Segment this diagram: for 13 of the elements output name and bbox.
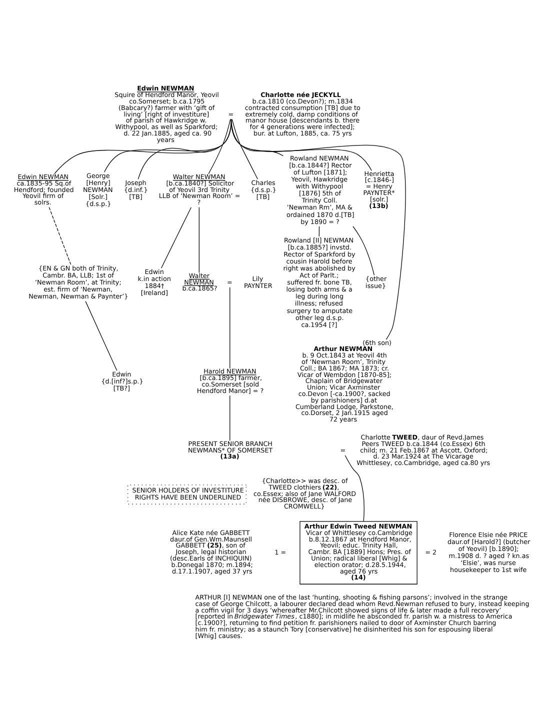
connector xyxy=(344,455,364,522)
connector xyxy=(318,226,320,237)
connector xyxy=(138,118,232,180)
connector xyxy=(352,226,375,276)
connector xyxy=(208,118,231,174)
connector xyxy=(198,206,200,273)
connector xyxy=(161,207,192,268)
connector xyxy=(230,119,372,171)
connector xyxy=(230,118,406,340)
connector xyxy=(48,206,72,265)
connector xyxy=(54,119,232,174)
connector xyxy=(85,301,118,371)
connector xyxy=(232,118,258,180)
